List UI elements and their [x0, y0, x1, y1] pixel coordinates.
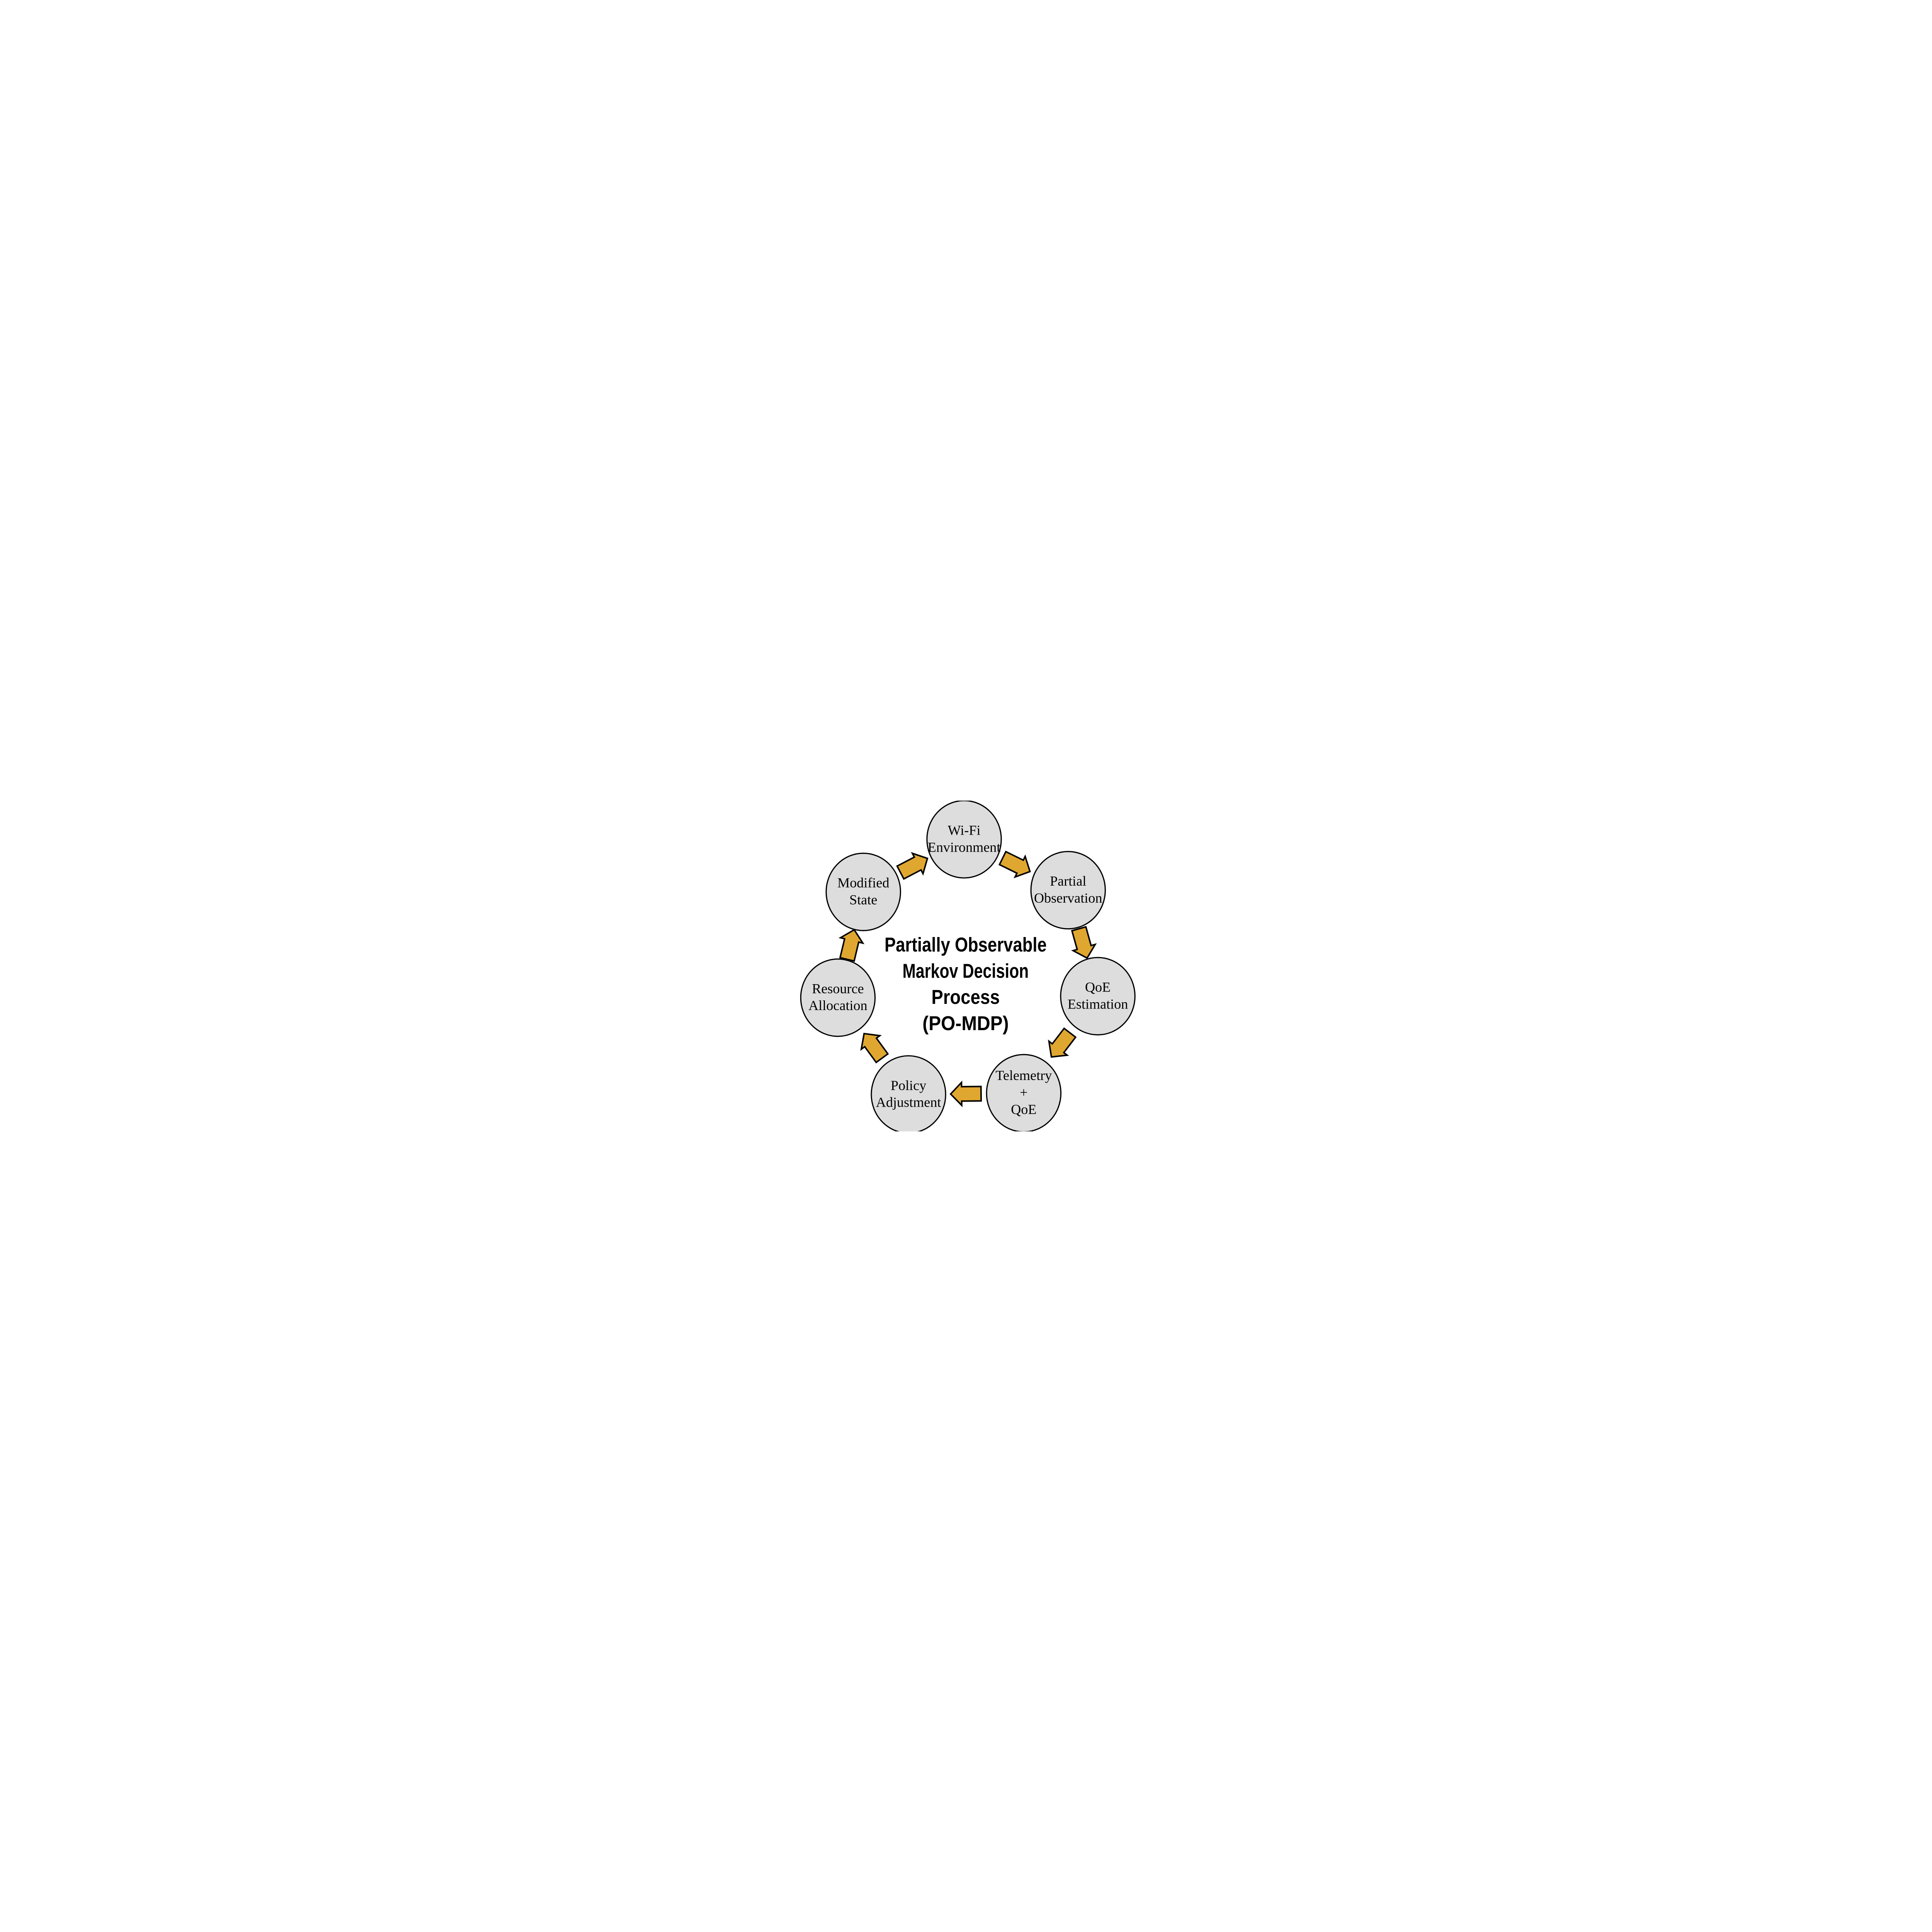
- node-label-line: Telemetry: [995, 1068, 1052, 1083]
- node-label-line: Adjustment: [876, 1095, 941, 1110]
- diagram-title-line-4: (PO-MDP): [922, 1012, 1009, 1034]
- node-circle-qoe-estimation: [1060, 957, 1136, 1036]
- arrow-wifi-environment-to-partial-observation: [997, 847, 1036, 883]
- node-circle-policy-adjustment: [871, 1055, 946, 1132]
- node-label-line: QoE: [1011, 1102, 1036, 1117]
- node-circle-wifi-environment: [926, 800, 1002, 879]
- node-label-line: Allocation: [808, 998, 867, 1013]
- node-label-line: QoE: [1085, 979, 1111, 995]
- node-label-line: Modified: [837, 875, 889, 890]
- arrow-modified-state-to-wifi-environment: [894, 847, 934, 884]
- pomdp-cycle-diagram: Wi-Fi Environment Partial Observation Qo…: [796, 800, 1136, 1132]
- node-label-line: Resource: [812, 981, 864, 996]
- arrow-policy-adjustment-to-resource-allocation: [854, 1026, 892, 1066]
- diagram-title-line-2: Markov Decision: [903, 959, 1029, 982]
- node-label-line: Partial: [1050, 873, 1086, 889]
- node-label-line: +: [1020, 1085, 1027, 1100]
- node-label-line: Estimation: [1068, 996, 1128, 1012]
- node-label-line: Observation: [1034, 890, 1102, 906]
- diagram-title-line-3: Process: [932, 986, 1000, 1008]
- node-circle-resource-allocation: [800, 958, 876, 1037]
- node-label-line: Wi-Fi: [948, 822, 981, 838]
- arrow-telemetry-qoe-to-policy-adjustment: [949, 1081, 982, 1106]
- arrow-qoe-estimation-to-telemetry-qoe: [1041, 1025, 1080, 1065]
- arrow-resource-allocation-to-modified-state: [835, 926, 866, 963]
- node-circle-modified-state: [825, 852, 901, 931]
- node-label-line: State: [849, 892, 877, 907]
- diagram-canvas: Wi-Fi Environment Partial Observation Qo…: [800, 800, 1136, 1132]
- arrow-partial-observation-to-qoe-estimation: [1067, 925, 1099, 962]
- node-circle-partial-observation: [1030, 850, 1106, 930]
- node-label-line: Policy: [891, 1078, 926, 1093]
- diagram-title-line-1: Partially Observable: [884, 933, 1047, 956]
- node-circle-telemetry-qoe: [986, 1054, 1062, 1132]
- node-label-line: Environment: [928, 839, 1001, 855]
